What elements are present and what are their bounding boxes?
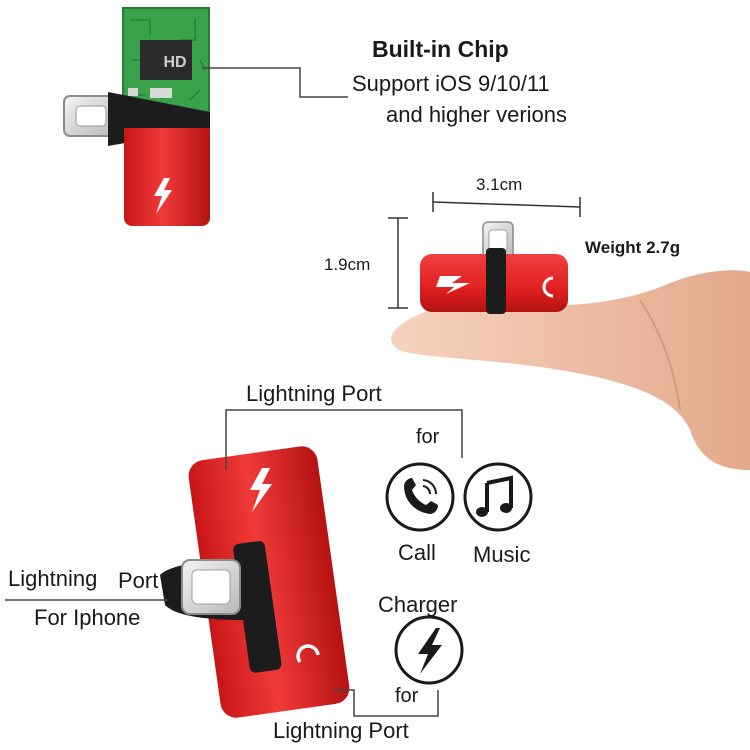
hd-chip-label: HD [163,54,187,71]
music-label: Music [473,542,531,567]
weight-label: Weight 2.7g [585,238,681,257]
height-dimension: 1.9cm [324,255,371,274]
lightning-bolt-icon [154,178,172,214]
width-dimension: 3.1cm [476,175,523,194]
chip-support-line2: and higher verions [386,102,568,127]
left-port-label: Port [118,568,159,593]
charger-label: Charger [378,592,458,617]
left-lightning-label: Lightning [8,566,98,591]
top-lightning-port-label: Lightning Port [246,381,382,406]
horizontal-adapter-image [420,221,568,314]
music-icon-circle [463,462,533,532]
red-housing [124,122,210,226]
top-for-label: for [416,426,440,448]
call-label: Call [398,540,436,565]
headphone-icon [542,276,554,298]
for-iphone-label: For Iphone [34,605,141,630]
finger-image [391,270,750,470]
lightning-bolt-icon [436,276,470,294]
chip-title: Built-in Chip [372,36,509,62]
chip-adapter-image [63,7,210,226]
bottom-lightning-port-label: Lightning Port [273,718,409,743]
call-icon-circle [385,462,455,532]
port-lines [5,409,463,717]
hd-chip [140,40,192,80]
music-note-icon [476,475,513,517]
headphone-icon [296,644,320,664]
vertical-adapter-image [160,446,350,718]
phone-icon [404,478,438,514]
lightning-bolt-icon [250,468,272,512]
charger-icon-circle [394,615,464,685]
bottom-for-label: for [395,685,419,707]
chip-support-line1: Support iOS 9/10/11 [352,71,550,96]
chip-leader-line [202,67,348,98]
charger-bolt-icon [418,628,442,674]
dimension-lines [388,192,581,309]
